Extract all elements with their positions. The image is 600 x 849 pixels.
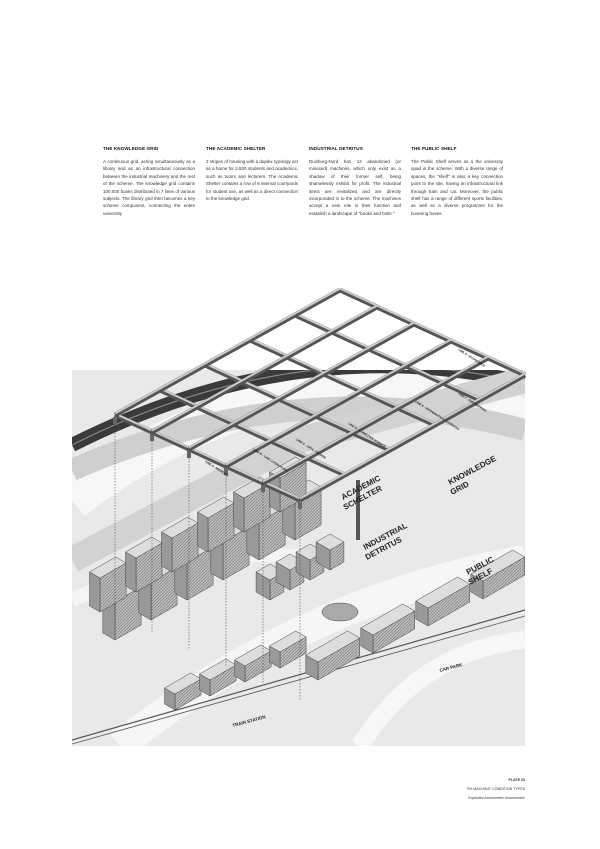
column-body: 2 stripes of housing with a duplex typol… bbox=[206, 159, 298, 202]
grid-node bbox=[298, 502, 302, 509]
housing-block bbox=[197, 496, 235, 519]
grid-beam-top bbox=[339, 287, 526, 375]
grid-beam bbox=[293, 312, 482, 403]
plate-caption: Exploded Axonometric Axonometric bbox=[468, 796, 525, 800]
gasometer bbox=[321, 602, 359, 622]
grid-beam bbox=[113, 412, 302, 503]
grid-beam bbox=[261, 355, 490, 486]
industrial-machine bbox=[315, 533, 345, 551]
chimney bbox=[356, 480, 360, 540]
column-title: INDUSTRIAL DETRITUS bbox=[309, 146, 363, 151]
grid-beam-top bbox=[249, 337, 436, 425]
knowledge-grid-lattice bbox=[113, 287, 527, 700]
grid-beam-top bbox=[114, 412, 301, 500]
grid-node bbox=[113, 417, 117, 424]
housing-block bbox=[89, 571, 101, 613]
housing-block bbox=[161, 531, 173, 573]
column-title: THE ACADEMIC SHELTER bbox=[206, 146, 266, 151]
grid-beam-top bbox=[299, 372, 526, 500]
train-station-box bbox=[234, 644, 272, 667]
train-station-box bbox=[164, 672, 202, 695]
housing-block bbox=[125, 536, 163, 559]
grid-beam-top bbox=[204, 362, 391, 450]
column-industrial-detritus: INDUSTRIAL DETRITUS Duisburg-Nord has 12… bbox=[309, 146, 401, 217]
grid-node bbox=[187, 451, 191, 458]
public-shelf-box bbox=[360, 603, 416, 636]
grid-beam bbox=[203, 362, 392, 453]
plate-number: PLATE 03 bbox=[508, 778, 525, 782]
grid-beam-top bbox=[262, 355, 489, 483]
train-station-box bbox=[269, 630, 307, 653]
grid-node bbox=[150, 434, 154, 441]
housing-block bbox=[233, 491, 245, 533]
train-station-box bbox=[199, 658, 237, 681]
grid-beam bbox=[224, 338, 453, 469]
housing-block bbox=[89, 556, 127, 579]
grid-beam-top bbox=[294, 312, 481, 400]
grid-node bbox=[224, 468, 228, 475]
grid-node bbox=[261, 485, 265, 492]
housing-block bbox=[125, 551, 137, 593]
grid-beam bbox=[150, 304, 379, 435]
grid-beam bbox=[338, 287, 527, 378]
grid-beam bbox=[298, 372, 527, 503]
grid-beam-top bbox=[114, 287, 341, 415]
column-public-shelf: THE PUBLIC SHELF The Public Shelf serves… bbox=[411, 146, 503, 217]
column-body: A continuous grid, acting simultaneously… bbox=[103, 159, 195, 216]
grid-beam bbox=[113, 287, 342, 418]
column-academic-shelter: THE ACADEMIC SHELTER 2 stripes of housin… bbox=[206, 146, 298, 202]
public-shelf-box bbox=[305, 630, 361, 663]
column-title: THE PUBLIC SHELF bbox=[411, 146, 457, 151]
public-shelf-box bbox=[470, 549, 526, 582]
grid-beam-top bbox=[225, 338, 452, 466]
column-knowledge-grid: THE KNOWLEDGE GRID A continuous grid, ac… bbox=[103, 146, 195, 217]
grid-beam bbox=[158, 387, 347, 478]
column-body: Duisburg-Nord has 12 abandoned (or misus… bbox=[309, 159, 401, 216]
grid-beam bbox=[187, 321, 416, 452]
grid-beam-top bbox=[151, 304, 378, 432]
grid-beam-top bbox=[188, 321, 415, 449]
column-body: The Public Shelf serves as a the univers… bbox=[411, 159, 503, 216]
grid-beam bbox=[248, 337, 437, 428]
public-shelf-box bbox=[415, 576, 471, 609]
housing-block bbox=[197, 511, 209, 553]
grid-beam-top bbox=[159, 387, 346, 475]
buildings bbox=[89, 456, 526, 711]
plate-subtitle: "EX MACHINA" CONDITION TYPES bbox=[466, 787, 525, 791]
column-title: THE KNOWLEDGE GRID bbox=[103, 146, 159, 151]
label-car-park: CAR PARK bbox=[439, 662, 464, 673]
